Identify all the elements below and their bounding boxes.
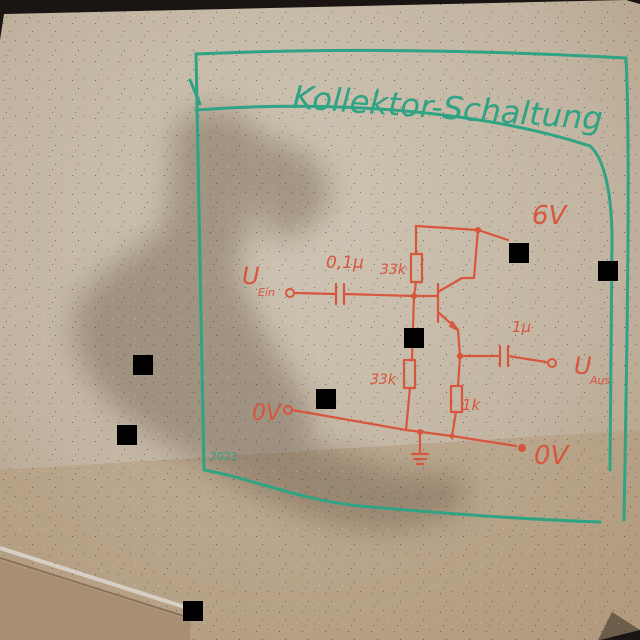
supply-label: 6V [532,201,569,231]
output-terminal [547,358,557,368]
r-emitter-label: 1k [462,396,482,414]
r-bottom-label: 33k [370,372,397,388]
ground-symbol [410,430,430,466]
cap-out-label: 1μ [512,318,531,336]
year-note: 2021 [210,450,238,463]
green-frame [188,49,630,524]
zero-left-terminal [283,405,293,415]
output-label-sub: Aus [589,374,610,387]
input-label-sub: Ein [258,286,275,299]
zero-right-label: 0V [534,441,571,471]
occluders [117,243,618,621]
r-top-label: 33k [380,262,407,278]
output-label: U [574,352,592,380]
input-terminal [285,288,295,298]
cap-in-label: 0,1μ [326,253,364,273]
transistor [436,276,464,332]
zero-left-label: 0V [252,401,283,426]
input-label: U [242,262,260,290]
